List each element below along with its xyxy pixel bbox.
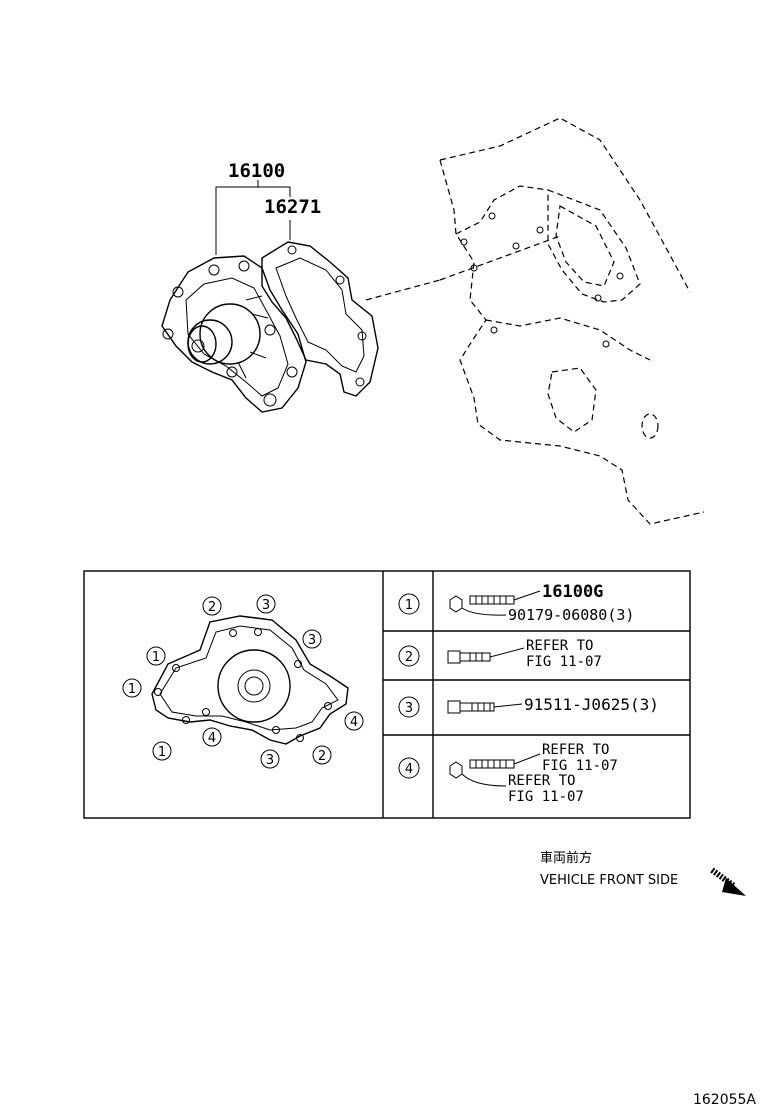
front-direction-arrow-icon (710, 867, 746, 896)
pump-marker-3: 1 (146, 646, 166, 666)
water-pump-drawing (161, 241, 379, 413)
legend-row-4-index: 4 (398, 757, 420, 779)
nut-icon (449, 595, 507, 616)
pump-marker-6: 1 (152, 741, 172, 761)
pump-marker-9: 2 (312, 745, 332, 765)
svg-text:1: 1 (405, 598, 413, 613)
part-16100g: 16100G (542, 582, 603, 602)
legend-row-1-index: 1 (398, 593, 420, 615)
svg-text:4: 4 (405, 762, 413, 777)
row-4-fig-1: FIG 11-07 (542, 758, 618, 774)
pump-marker-8: 3 (260, 749, 280, 769)
svg-text:1: 1 (152, 650, 160, 665)
legend-row-3-index: 3 (398, 696, 420, 718)
svg-text:4: 4 (208, 731, 216, 746)
svg-text:1: 1 (128, 682, 136, 697)
vehicle-front-en: VEHICLE FRONT SIDE (540, 873, 678, 888)
legend-row-2-index: 2 (398, 645, 420, 667)
bolt-icon-row-2 (447, 647, 525, 664)
row-4-fig-2: FIG 11-07 (508, 789, 584, 805)
installation-leader (365, 279, 441, 301)
svg-text:2: 2 (208, 600, 216, 615)
callout-leader-lines (215, 180, 291, 255)
stud-bolt-icon (469, 590, 541, 605)
nut-icon-row-4 (449, 761, 507, 787)
svg-text:2: 2 (405, 650, 413, 665)
row-4-refer-to-1: REFER TO (542, 742, 609, 758)
pump-marker-0: 2 (202, 596, 222, 616)
svg-text:3: 3 (405, 701, 413, 716)
svg-text:3: 3 (308, 633, 316, 648)
legend-pump-outline (151, 615, 349, 745)
part-91511-j0625: 91511-J0625(3) (524, 695, 659, 714)
svg-text:2: 2 (318, 749, 326, 764)
pump-marker-2: 3 (302, 629, 322, 649)
pump-marker-1: 3 (256, 594, 276, 614)
installation-leader-2 (439, 235, 561, 281)
row-4-refer-to-2: REFER TO (508, 773, 575, 789)
svg-text:4: 4 (350, 715, 358, 730)
svg-text:3: 3 (266, 753, 274, 768)
pump-marker-7: 4 (202, 727, 222, 747)
callout-16100: 16100 (228, 160, 285, 182)
bolt-icon-row-3 (447, 700, 523, 714)
row-2-fig: FIG 11-07 (526, 654, 602, 670)
row-2-refer-to: REFER TO (526, 638, 593, 654)
pump-marker-4: 1 (122, 678, 142, 698)
pump-marker-5: 4 (344, 711, 364, 731)
engine-block-drawing (439, 117, 705, 525)
callout-16271: 16271 (264, 196, 321, 218)
svg-text:1: 1 (158, 745, 166, 760)
legend-table (83, 570, 691, 819)
svg-text:3: 3 (262, 598, 270, 613)
vehicle-front-jp: 車両前方 (540, 850, 592, 866)
figure-id: 162055A (693, 1092, 756, 1108)
stud-icon-row-4 (469, 753, 541, 769)
part-90179-06080: 90179-06080(3) (508, 606, 634, 624)
